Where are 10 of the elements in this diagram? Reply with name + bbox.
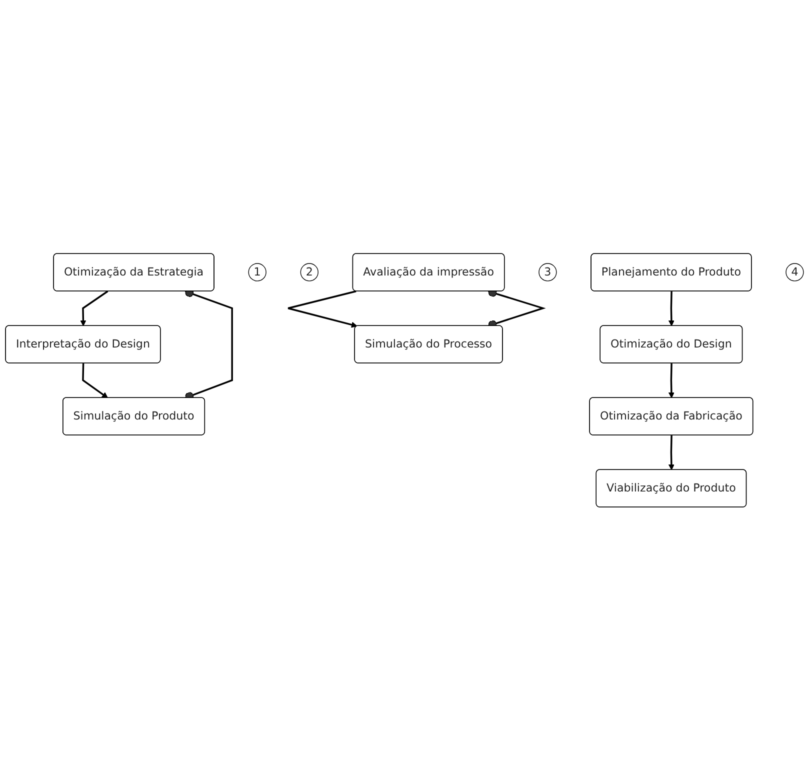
arrow xyxy=(668,363,674,398)
node-circle: 3 xyxy=(538,262,557,282)
node-circle: 1 xyxy=(248,262,266,282)
arrow xyxy=(287,290,358,328)
arrow xyxy=(668,291,674,326)
node-circle: 2 xyxy=(300,262,318,282)
node-circle: 4 xyxy=(786,262,804,282)
arrow xyxy=(82,363,108,398)
arrow xyxy=(668,435,674,470)
arrow xyxy=(80,290,108,326)
